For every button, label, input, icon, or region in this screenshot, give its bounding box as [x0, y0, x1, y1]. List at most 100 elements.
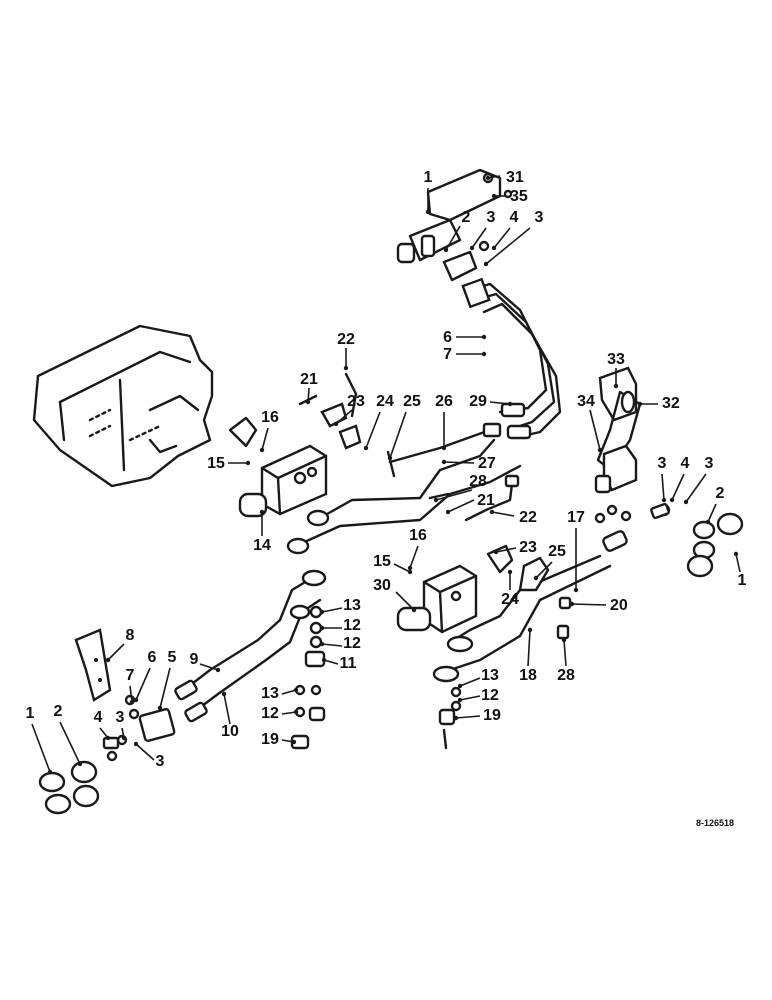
tube-27 — [286, 438, 522, 555]
callout-leader-dot — [533, 575, 539, 581]
callout-leader-dot — [491, 193, 497, 199]
callout-leader-dot — [411, 607, 417, 613]
callout-22: 22 — [489, 509, 537, 526]
callout-leader-dot — [441, 445, 447, 451]
callout-number: 13 — [481, 667, 499, 684]
callout-number: 12 — [261, 705, 279, 722]
valve-5-fittings — [102, 694, 176, 762]
tube-9-10 — [174, 569, 327, 723]
callout-leader-line — [321, 607, 343, 613]
callout-6: 6 — [443, 329, 487, 346]
callout-leader-dot — [221, 691, 227, 697]
callout-35: 35 — [491, 188, 528, 205]
callout-leader-line — [107, 643, 125, 661]
callout-leader-line — [589, 409, 601, 451]
callout-leader-line — [661, 473, 665, 501]
callout-leader-line — [455, 715, 481, 719]
callout-leader-line — [671, 473, 685, 501]
callout-leader-line — [135, 667, 151, 701]
callout-leader-line — [445, 225, 461, 251]
callout-leader-dot — [319, 609, 325, 615]
callout-leader-dot — [77, 761, 83, 767]
callout-number: 9 — [190, 651, 199, 668]
callout-leader-dot — [457, 683, 463, 689]
callout-leader-dot — [507, 401, 513, 407]
callout-number: 22 — [337, 331, 355, 348]
callout-leader-line — [685, 473, 707, 503]
callout-number: 2 — [716, 485, 725, 502]
callout-12: 12 — [319, 617, 361, 634]
callout-leader-dot — [133, 697, 139, 703]
callout-leader-line — [59, 721, 81, 765]
callout-27: 27 — [441, 455, 496, 472]
callout-number: 6 — [443, 329, 452, 346]
callout-number: 19 — [483, 707, 501, 724]
callout-leader-line — [563, 639, 567, 667]
callout-leader-dot — [321, 657, 327, 663]
callout-leader-line — [485, 227, 531, 265]
callout-leader-dot — [407, 565, 413, 571]
callout-34: 34 — [577, 393, 603, 453]
callout-number: 1 — [424, 169, 433, 186]
callout-15: 15 — [207, 455, 251, 472]
callout-number: 20 — [610, 597, 628, 614]
callout-23: 23 — [493, 539, 537, 556]
callout-number: 24 — [501, 591, 519, 608]
callout-number: 16 — [261, 409, 279, 426]
callout-number: 30 — [373, 577, 391, 594]
callout-number: 5 — [168, 649, 177, 666]
callout-number: 15 — [373, 553, 391, 570]
callout-16: 16 — [407, 527, 427, 571]
callout-23: 23 — [333, 393, 365, 427]
callout-12: 12 — [261, 705, 299, 722]
callout-leader-dot — [613, 383, 619, 389]
callout-leader-dot — [319, 625, 325, 631]
callout-leader-dot — [445, 509, 451, 515]
callout-25: 25 — [387, 393, 421, 461]
callout-19: 19 — [261, 731, 297, 748]
callout-leader-line — [389, 411, 407, 459]
callout-30: 30 — [373, 577, 417, 613]
callout-number: 22 — [519, 509, 537, 526]
callout-leader-line — [491, 511, 515, 517]
callout-number: 29 — [469, 393, 487, 410]
callout-leader-dot — [245, 460, 251, 466]
callout-number: 7 — [126, 667, 135, 684]
callout-leader-dot — [491, 245, 497, 251]
callout-number: 25 — [403, 393, 421, 410]
callout-leader-line — [223, 693, 231, 725]
callout-28: 28 — [433, 473, 487, 503]
callout-number: 15 — [207, 455, 225, 472]
callout-number: 12 — [343, 635, 361, 652]
callout-3: 3 — [683, 455, 714, 505]
callout-22: 22 — [337, 331, 355, 371]
callout-19: 19 — [453, 707, 501, 724]
callout-leader-line — [447, 499, 475, 513]
callout-leader-line — [471, 227, 487, 249]
callout-1: 1 — [26, 705, 53, 775]
callout-11: 11 — [321, 655, 357, 672]
callout-number: 1 — [738, 572, 747, 589]
callout-leader-line — [321, 643, 343, 647]
callout-leader-line — [365, 411, 381, 449]
callout-leader-dot — [597, 447, 603, 453]
callout-number: 32 — [662, 395, 680, 412]
callout-number: 12 — [343, 617, 361, 634]
callout-leader-line — [459, 695, 481, 701]
callout-leader-dot — [133, 741, 139, 747]
callout-leader-dot — [259, 509, 265, 515]
bracket-8 — [74, 628, 112, 702]
callout-leader-line — [395, 591, 415, 611]
tractor-housing — [32, 324, 214, 488]
callout-number: 3 — [658, 455, 667, 472]
callout-leader-line — [199, 663, 219, 671]
callout-leader-dot — [293, 687, 299, 693]
callout-leader-line — [31, 723, 51, 773]
callout-number: 4 — [681, 455, 690, 472]
callout-leader-dot — [319, 641, 325, 647]
callout-leader-line — [443, 461, 475, 464]
callout-24: 24 — [501, 569, 519, 608]
callout-leader-dot — [157, 705, 163, 711]
callout-12: 12 — [319, 635, 361, 652]
